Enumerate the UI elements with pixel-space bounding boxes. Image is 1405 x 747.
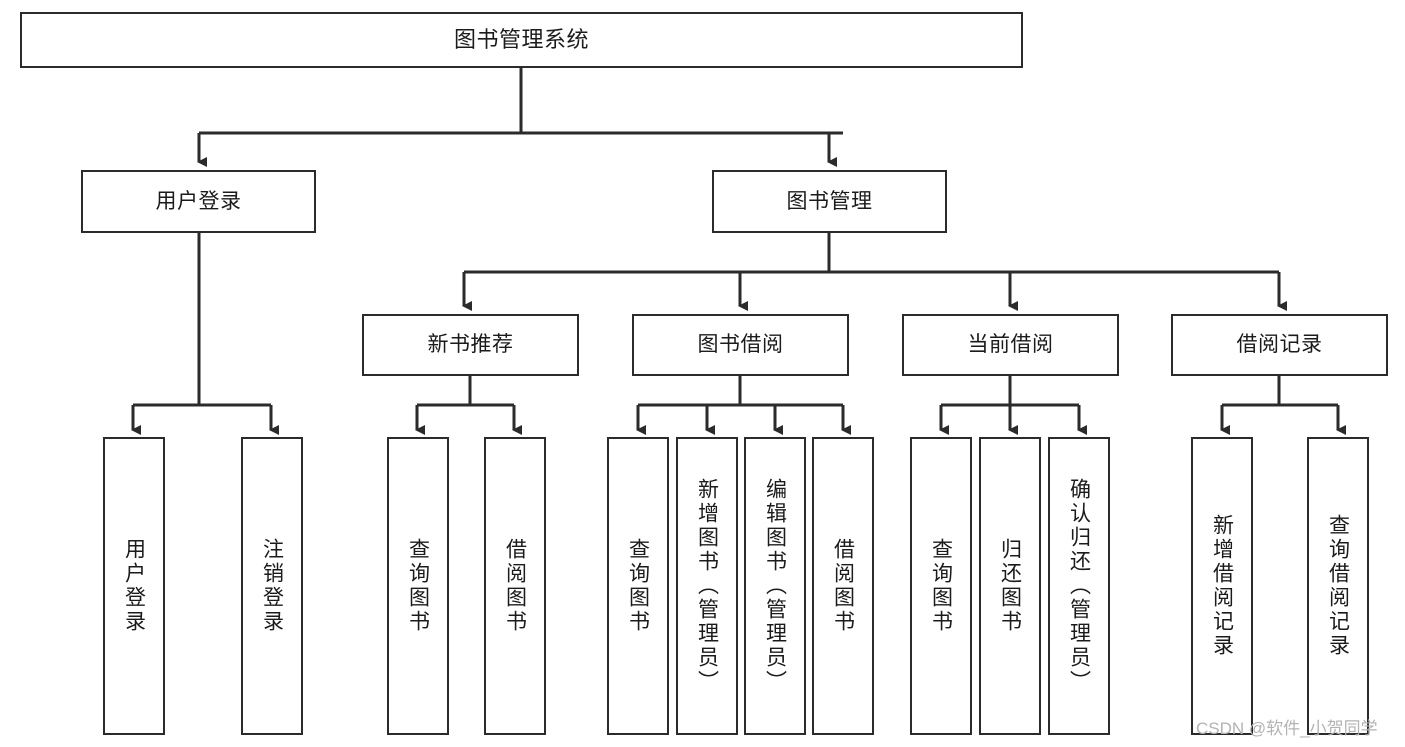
node-leaf-return-book-label: 归还图书 bbox=[998, 538, 1022, 634]
node-leaf-borrow-book-2-label: 借阅图书 bbox=[831, 538, 855, 634]
node-leaf-query-book-2[interactable]: 查询图书 bbox=[607, 437, 669, 735]
node-current-borrow[interactable]: 当前借阅 bbox=[902, 314, 1119, 376]
node-leaf-user-login-label: 用户登录 bbox=[122, 538, 146, 634]
node-new-book-recommend-label: 新书推荐 bbox=[427, 333, 514, 357]
node-leaf-add-record[interactable]: 新增借阅记录 bbox=[1191, 437, 1253, 735]
node-book-management[interactable]: 图书管理 bbox=[712, 170, 947, 233]
node-leaf-logout-label: 注销登录 bbox=[260, 538, 284, 634]
node-root[interactable]: 图书管理系统 bbox=[20, 12, 1023, 68]
node-borrow-record[interactable]: 借阅记录 bbox=[1171, 314, 1388, 376]
node-new-book-recommend[interactable]: 新书推荐 bbox=[362, 314, 579, 376]
node-root-label: 图书管理系统 bbox=[453, 26, 589, 52]
node-leaf-return-book[interactable]: 归还图书 bbox=[979, 437, 1041, 735]
node-leaf-confirm-return[interactable]: 确认归还（管理员） bbox=[1048, 437, 1110, 735]
node-leaf-borrow-book-1-label: 借阅图书 bbox=[503, 538, 527, 634]
node-book-management-label: 图书管理 bbox=[786, 189, 873, 213]
node-leaf-confirm-return-label: 确认归还（管理员） bbox=[1067, 478, 1091, 694]
node-current-borrow-label: 当前借阅 bbox=[967, 333, 1054, 357]
node-leaf-borrow-book-2[interactable]: 借阅图书 bbox=[812, 437, 874, 735]
node-leaf-borrow-book-1[interactable]: 借阅图书 bbox=[484, 437, 546, 735]
node-user-login[interactable]: 用户登录 bbox=[81, 170, 316, 233]
node-leaf-query-record[interactable]: 查询借阅记录 bbox=[1307, 437, 1369, 735]
node-leaf-user-login[interactable]: 用户登录 bbox=[103, 437, 165, 735]
node-leaf-add-record-label: 新增借阅记录 bbox=[1210, 514, 1234, 658]
csdn-watermark: CSDN @软件_小贺同学 bbox=[1196, 719, 1378, 738]
node-borrow-record-label: 借阅记录 bbox=[1236, 333, 1323, 357]
node-leaf-add-book[interactable]: 新增图书（管理员） bbox=[676, 437, 738, 735]
node-leaf-query-book-1-label: 查询图书 bbox=[406, 538, 430, 634]
node-book-borrow-label: 图书借阅 bbox=[697, 333, 784, 357]
node-leaf-query-book-2-label: 查询图书 bbox=[626, 538, 650, 634]
node-leaf-edit-book[interactable]: 编辑图书（管理员） bbox=[744, 437, 806, 735]
node-leaf-edit-book-label: 编辑图书（管理员） bbox=[763, 478, 787, 694]
node-leaf-query-book-3[interactable]: 查询图书 bbox=[910, 437, 972, 735]
node-leaf-query-record-label: 查询借阅记录 bbox=[1326, 514, 1350, 658]
node-user-login-label: 用户登录 bbox=[155, 189, 242, 213]
node-leaf-query-book-1[interactable]: 查询图书 bbox=[387, 437, 449, 735]
node-book-borrow[interactable]: 图书借阅 bbox=[632, 314, 849, 376]
node-leaf-query-book-3-label: 查询图书 bbox=[929, 538, 953, 634]
node-leaf-add-book-label: 新增图书（管理员） bbox=[695, 478, 719, 694]
node-leaf-logout[interactable]: 注销登录 bbox=[241, 437, 303, 735]
